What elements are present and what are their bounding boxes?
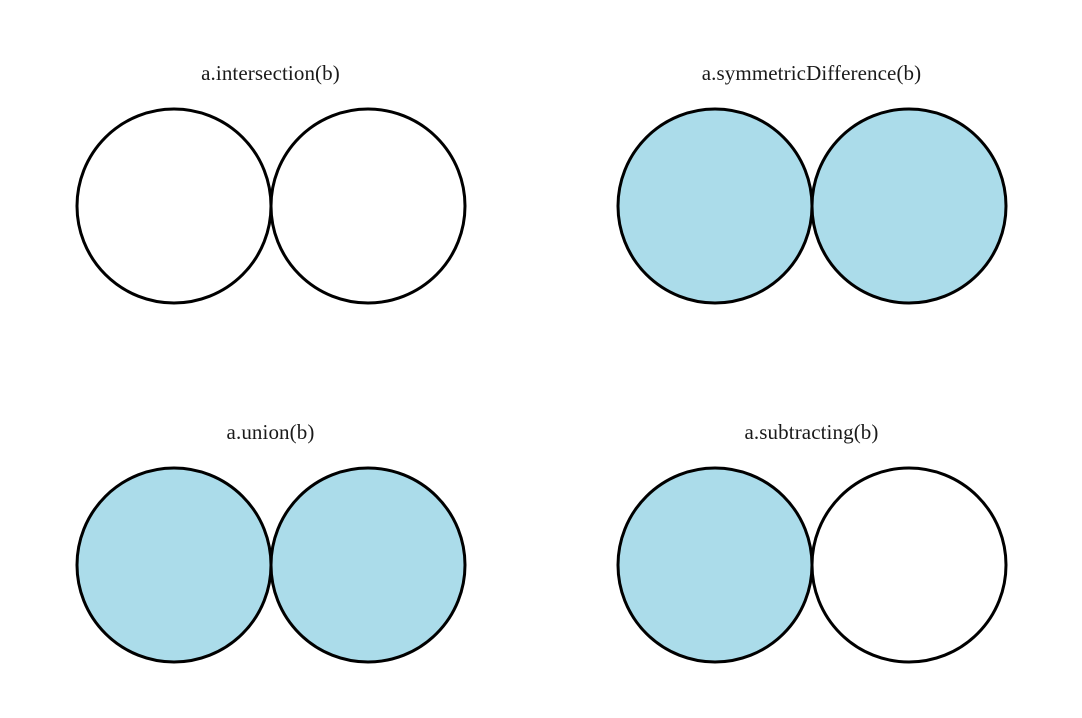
circle-b-outline-subtracting — [810, 466, 1007, 664]
circle-b-outline-union — [269, 466, 466, 664]
circle-b-outline-intersection — [269, 107, 466, 305]
circle-a-fill-intersection — [76, 109, 271, 303]
diagram-label-subtracting: a.subtracting(b) — [744, 420, 879, 444]
venn-figure-symmetric-difference — [612, 101, 1012, 311]
circle-b-fill-union — [270, 468, 465, 662]
circle-b-fill-intersection — [270, 109, 465, 303]
circle-b-outline-symmetric-difference — [810, 107, 1007, 305]
diagram-label-union: a.union(b) — [226, 420, 315, 444]
venn-figure-subtracting — [612, 460, 1012, 670]
circle-a-fill-symmetric-difference — [617, 109, 812, 303]
diagram-cell-union: a.union(b) — [0, 359, 541, 718]
circle-b-fill-subtracting — [811, 468, 1006, 662]
venn-figure-intersection — [71, 101, 471, 311]
circle-a-fill-subtracting — [617, 468, 812, 662]
venn-figure-union — [71, 460, 471, 670]
circle-b-fill-symmetric-difference — [811, 109, 1006, 303]
circle-a-fill-union — [76, 468, 271, 662]
diagram-cell-symmetric-difference: a.symmetricDifference(b) — [541, 0, 1082, 359]
diagram-cell-subtracting: a.subtracting(b) — [541, 359, 1082, 718]
diagram-label-symmetric-difference: a.symmetricDifference(b) — [701, 61, 922, 85]
diagram-cell-intersection: a.intersection(b) — [0, 0, 541, 359]
diagram-label-intersection: a.intersection(b) — [201, 61, 340, 85]
